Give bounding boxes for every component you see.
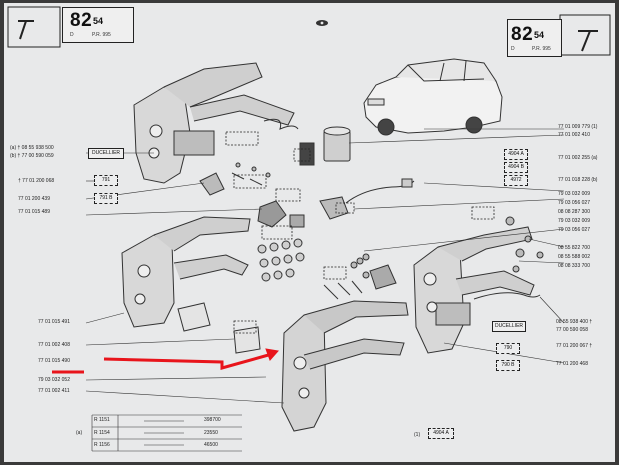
- left-ducellier-box: DUCELLIER: [88, 148, 124, 159]
- left-corner-mark-icon: [7, 6, 61, 48]
- right-ref-009b: 79 03 032 009: [558, 218, 590, 224]
- right-ref-255: 77 01 002 255 (a): [558, 155, 598, 161]
- stamp-icon: [316, 20, 328, 26]
- left-ref-439: 77 01 200 439: [18, 196, 50, 202]
- left-ref-a2: (b) † 77 00 590 059: [10, 153, 54, 159]
- left-page-number: 82: [70, 10, 93, 31]
- red-annotation-arrow: [52, 348, 279, 374]
- right-ref-410: 77 01 002 410: [558, 132, 590, 138]
- left-ref-052: 79 03 032 052: [38, 377, 70, 383]
- dashed-reference-boxes: [225, 131, 495, 334]
- right-box-4904b: 4904 B: [504, 162, 528, 173]
- left-page-code: P.R. 995: [92, 32, 111, 38]
- right-ref-228: 77 01 018 228 (b): [558, 177, 598, 183]
- footer-row-2-prefix: (a): [76, 430, 83, 436]
- right-box-4972: 4972: [504, 175, 528, 186]
- upper-left-window-regulator: [133, 62, 299, 184]
- right-ref-300: 08 08 287 300: [558, 209, 590, 215]
- left-page-code-d: D: [70, 32, 74, 38]
- footer-row-3-code: 46500: [204, 442, 218, 448]
- leader-lines: [85, 128, 565, 404]
- footer-note-box: 4904 A: [428, 428, 454, 439]
- parts-diagram: [7, 6, 611, 432]
- right-ref-333: 08 08 333 700: [558, 263, 590, 269]
- left-box-791b: 791 B: [94, 193, 118, 204]
- left-ref-a1: (a) † 08 55 938 500: [10, 145, 54, 151]
- right-box-4904a: 4904 A: [504, 149, 528, 160]
- right-ref-779: 77 01 009 779 (1): [558, 124, 598, 130]
- left-ref-068: † 77 01 200 068: [18, 178, 55, 184]
- right-box-790: 790: [496, 343, 520, 354]
- left-ref-489: 77 01 015 489: [18, 209, 50, 215]
- lower-left-window-regulator: [121, 216, 251, 328]
- square-plates: [177, 302, 261, 354]
- right-window-regulator: [413, 226, 541, 354]
- right-page-number-box: [507, 19, 562, 57]
- right-page-code: P.R. 995: [532, 46, 551, 52]
- footer-row-1-code: 398700: [204, 417, 221, 423]
- left-ref-491: 77 01 015 491: [38, 319, 70, 325]
- lower-center-window-regulator: [281, 300, 409, 432]
- left-page-sub: 54: [93, 16, 104, 26]
- right-ref-027b: 79 03 056 027: [558, 227, 590, 233]
- footer-row-2-model: R 1154: [94, 430, 110, 436]
- washer-set: [257, 238, 305, 282]
- right-ref-067: 77 01 200 067 †: [556, 343, 593, 349]
- right-box-790b: 790 B: [496, 360, 520, 371]
- footer-row-1-model: R 1151: [94, 417, 110, 423]
- footer-row-2-code: 23550: [204, 430, 218, 436]
- hardware-parts-group: [199, 162, 415, 228]
- right-ref-700: 08 55 822 700: [558, 245, 590, 251]
- right-ref-400: 08 55 938 400 †: [556, 319, 593, 325]
- left-page-number-box: [62, 7, 134, 43]
- left-ref-411: 77 01 002 411: [38, 388, 70, 394]
- right-page-number: 82: [511, 24, 534, 45]
- right-ducellier-box: DUCELLIER: [492, 321, 526, 332]
- motor-canister: [299, 126, 351, 166]
- right-ref-468: 77 01 200 468: [556, 361, 588, 367]
- left-ref-408: 77 01 002 408: [38, 342, 70, 348]
- right-small-parts: [505, 216, 544, 273]
- right-page-sub: 54: [534, 30, 545, 40]
- parts-catalog-page: 82 54 D P.R. 995 82 54 D P.R. 995 (a) † …: [4, 3, 615, 462]
- footer-table-lines: [91, 414, 242, 452]
- right-ref-058: 77 00 590 058: [556, 327, 588, 333]
- left-ref-490: 77 01 015 490: [38, 358, 70, 364]
- right-ref-027a: 79 03 056 027: [558, 200, 590, 206]
- right-ref-002: 08 55 588 002: [558, 254, 590, 260]
- bolt-set-center: [323, 253, 397, 300]
- right-page-code-d: D: [511, 46, 515, 52]
- footer-row-3-model: R 1156: [94, 442, 110, 448]
- left-box-791: 791: [94, 175, 118, 186]
- right-ref-009a: 79 03 032 009: [558, 191, 590, 197]
- footer-note-prefix: (1): [414, 432, 421, 438]
